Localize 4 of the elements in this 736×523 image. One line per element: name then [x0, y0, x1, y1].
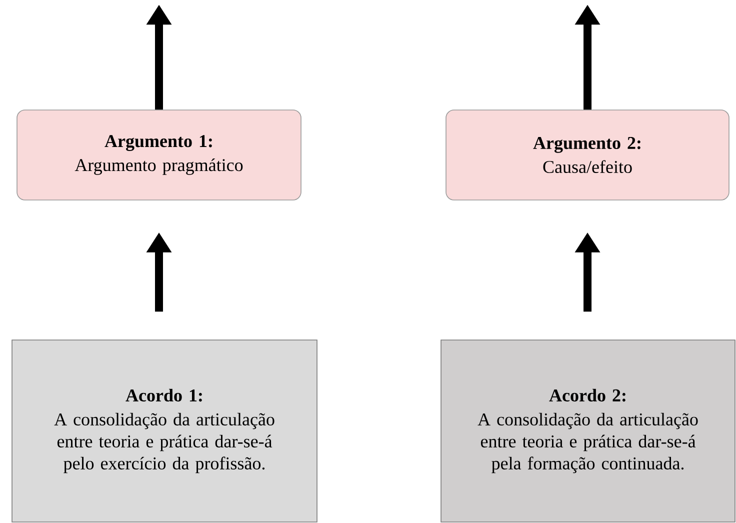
argument-box: Argumento 2: Causa/efeito — [446, 110, 730, 200]
agreement-box: Acordo 1: A consolidação da articulação entre teoria e prática dar-se-á pelo exercício da profissão. — [12, 340, 318, 522]
agreement-box: Acordo 2: A consolidação da articulação entre teoria e prática dar-se-á pela formação continuada. — [440, 340, 736, 522]
argument-box: Argumento 1: Argumento pragmático — [16, 110, 302, 200]
